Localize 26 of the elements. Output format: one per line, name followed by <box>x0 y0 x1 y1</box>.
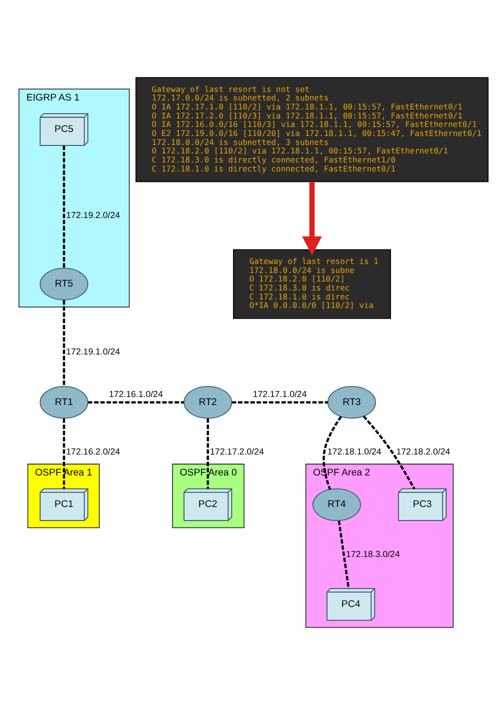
node-ellipse: RT5 <box>40 267 88 300</box>
connector <box>62 300 66 386</box>
connector <box>232 400 328 403</box>
node-box: Gateway of last resort is 1 172.18.0.0/24 is subne O 172.18.2.0 [110/2] C 172.18.3.0 is direc C 172.18.1.0 is direc O*IA 0.0.0.0/0 [110/2] via <box>233 248 391 318</box>
node-ellipse: RT4 <box>312 488 361 521</box>
arrow <box>302 181 322 255</box>
edge-label: 172.19.2.0/24 <box>66 209 120 220</box>
connector <box>88 400 184 403</box>
node-ellipse: RT3 <box>327 386 376 418</box>
connector <box>62 418 66 488</box>
connector <box>62 145 66 268</box>
edge-label: 172.17.1.0/24 <box>252 388 307 399</box>
edge-label: 172.18.3.0/24 <box>346 548 400 558</box>
edge-label: 172.17.2.0/24 <box>210 446 264 456</box>
edge-label: 172.18.1.0/24 <box>327 446 382 456</box>
connector <box>338 520 350 588</box>
edge-label: 172.18.2.0/24 <box>396 446 450 456</box>
edge-label: 172.19.1.0/24 <box>66 346 120 356</box>
node-ellipse: RT1 <box>40 386 88 418</box>
connector <box>206 418 209 488</box>
edge-label: 172.16.1.0/24 <box>108 388 163 399</box>
connector <box>362 415 416 489</box>
connector <box>322 416 342 490</box>
node-ellipse: RT2 <box>184 386 232 418</box>
edge-label: 172.16.2.0/24 <box>66 446 120 456</box>
node-box: Gateway of last resort is not set 172.17.0.0/24 is subnetted, 2 subnets O IA 172.17.1.0 [110/2] via 172.18.1.1, 00:15:57, FastEthernet0/1 O IA 172.17.2.0 [110/3] via 172.18.1.1, 00:15:57, FastEthernet0/1 O IA 172.16.0.0/16 [110/3] via 172.18.1.1, 00:15:57, FastEthernet0/1 O E2 172.19.0.0/16 [110/20] via 172.18.1.1, 00:15:47, FastEthernet0/1 172.18.0.0/24 is subnetted, 3 subnets O 172.18.2.0 [110/2] via 172.18.1.1, 00:15:57, FastEthernet0/1 C 172.18.3.0 is directly connected, FastEthernet1/0 C 172.18.1.0 is directly connected, FastEthernet0/1 <box>135 76 489 182</box>
